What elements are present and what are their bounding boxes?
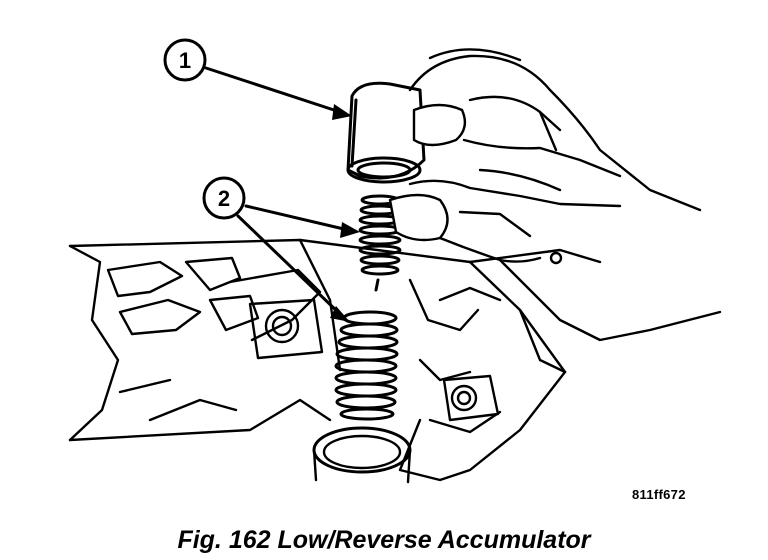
upper-hand bbox=[408, 48, 702, 212]
figure-caption: Fig. 162 Low/Reverse Accumulator bbox=[177, 526, 591, 554]
reference-code: 811ff672 bbox=[632, 487, 686, 502]
callout-1-label: 1 bbox=[179, 48, 191, 73]
large-spring bbox=[334, 310, 399, 421]
transmission-case bbox=[68, 238, 602, 482]
accumulator-piston bbox=[346, 81, 426, 184]
lower-hand bbox=[388, 179, 722, 342]
arrowhead-icon bbox=[340, 222, 360, 238]
callout-2-label: 2 bbox=[218, 186, 230, 211]
arrowhead-icon bbox=[330, 306, 350, 322]
callout-1: 1 bbox=[163, 38, 352, 120]
callout-2: 2 bbox=[202, 176, 360, 322]
arrowhead-icon bbox=[332, 104, 352, 120]
accumulator-bore bbox=[312, 426, 412, 484]
